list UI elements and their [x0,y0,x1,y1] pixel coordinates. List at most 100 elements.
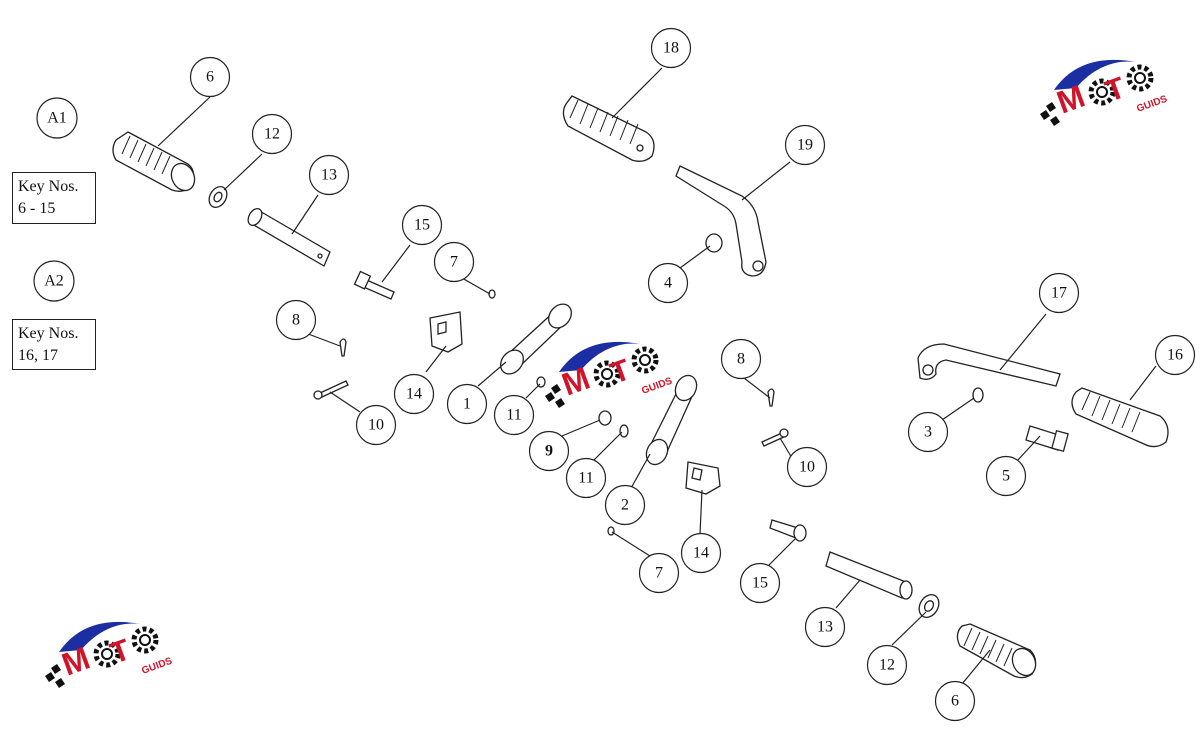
key-box-a1: Key Nos. 6 - 15 [12,172,96,224]
leader-lines [157,67,1157,685]
svg-text:11: 11 [506,407,521,424]
callout: 1 [446,383,488,425]
pivot-pin-right [825,551,913,600]
callout: 18 [650,27,692,69]
svg-text:19: 19 [797,137,813,154]
callout: 9 [528,430,570,472]
assembly-label-a1: A1 [36,97,78,139]
callouts: 6 12 13 15 7 8 14 10 1 11 9 11 2 14 7 18… [189,27,1196,722]
svg-text:12: 12 [879,657,895,674]
bracket-upper [429,311,463,353]
linkage-rod-1 [500,303,572,375]
footrest-rubber-right [956,623,1037,679]
callout: 11 [565,457,607,499]
callout: 13 [804,606,846,648]
callout: 10 [786,446,828,488]
key-box-a2-line1: Key Nos. [18,325,79,342]
svg-text:5: 5 [1002,468,1010,485]
svg-text:13: 13 [817,619,833,636]
callout: 11 [493,394,535,436]
svg-text:GUIDS: GUIDS [140,656,174,677]
bolt-left [353,270,395,300]
svg-text:7: 7 [655,565,663,582]
svg-text:7: 7 [450,254,458,271]
svg-text:6: 6 [206,69,214,86]
bushing-4 [705,233,723,253]
callout: 16 [1154,334,1196,376]
svg-text:1: 1 [463,396,471,413]
footrest-rubber-left [112,131,196,192]
svg-text:13: 13 [321,167,337,184]
svg-text:6: 6 [951,693,959,710]
watermark-logo-bottom-left: GUIDS [45,622,174,688]
svg-text:14: 14 [693,545,709,562]
callout: 3 [907,411,949,453]
svg-text:15: 15 [414,217,430,234]
svg-text:2: 2 [621,497,629,514]
callout: 14 [393,373,435,415]
callout: 17 [1038,272,1080,314]
key-box-a1-line1: Key Nos. [18,178,79,195]
svg-text:15: 15 [752,575,768,592]
callout: 4 [647,262,689,304]
brake-rubber [1071,387,1169,448]
callout: 6 [934,680,976,722]
callout: 2 [604,484,646,526]
bracket-lower [685,461,721,495]
key-box-a2: Key Nos. 16, 17 [12,319,96,370]
key-box-a2-line2: 16, 17 [18,346,58,364]
callout: 7 [638,552,680,594]
svg-text:A1: A1 [47,110,67,127]
shift-lever-eye [752,260,764,272]
callout: 5 [985,455,1027,497]
svg-text:18: 18 [663,40,679,57]
brake-pedal [917,343,1061,387]
cotter-pin-left [339,338,347,357]
callout: 13 [308,154,350,196]
brake-pedal-eye [922,364,934,376]
svg-text:10: 10 [799,459,815,476]
key-box-a1-line2: 6 - 15 [18,199,56,217]
svg-text:4: 4 [664,275,672,292]
svg-text:GUIDS: GUIDS [640,376,674,397]
callout: 8 [275,299,317,341]
callout: 15 [401,204,443,246]
svg-text:8: 8 [292,312,300,329]
svg-text:14: 14 [406,386,422,403]
svg-text:A2: A2 [44,273,64,290]
svg-text:8: 8 [737,351,745,368]
callout: 14 [680,532,722,574]
callout: 8 [720,338,762,380]
washer-left [208,186,228,208]
callout: 10 [355,404,397,446]
linkage-rod-2 [645,374,698,466]
washer-right [918,594,940,618]
svg-text:GUIDS: GUIDS [1135,94,1169,115]
assembly-label-a2: A2 [33,260,75,302]
shift-rubber [562,95,655,162]
svg-text:11: 11 [578,470,593,487]
callout: 12 [866,644,908,686]
svg-text:10: 10 [368,417,384,434]
bolt-right [769,519,807,542]
bushing-center [598,410,612,426]
svg-text:12: 12 [264,126,280,143]
callout: 7 [433,241,475,283]
svg-text:3: 3 [924,424,932,441]
callout: 6 [189,56,231,98]
watermark-logo-top-right: GUIDS [1040,60,1169,126]
svg-text:17: 17 [1051,285,1067,302]
bolt-5 [1025,425,1069,453]
clevis-pin-right [761,428,789,447]
washer-3 [972,387,984,403]
clevis-pin-left [313,380,349,400]
cotter-pin-right [767,388,775,407]
callout: 12 [251,113,293,155]
shift-lever [675,165,767,277]
svg-text:16: 16 [1167,347,1183,364]
pivot-pin-left [247,207,331,267]
callout: 19 [784,124,826,166]
callout: 15 [739,562,781,604]
small-washer-lower [607,526,615,536]
